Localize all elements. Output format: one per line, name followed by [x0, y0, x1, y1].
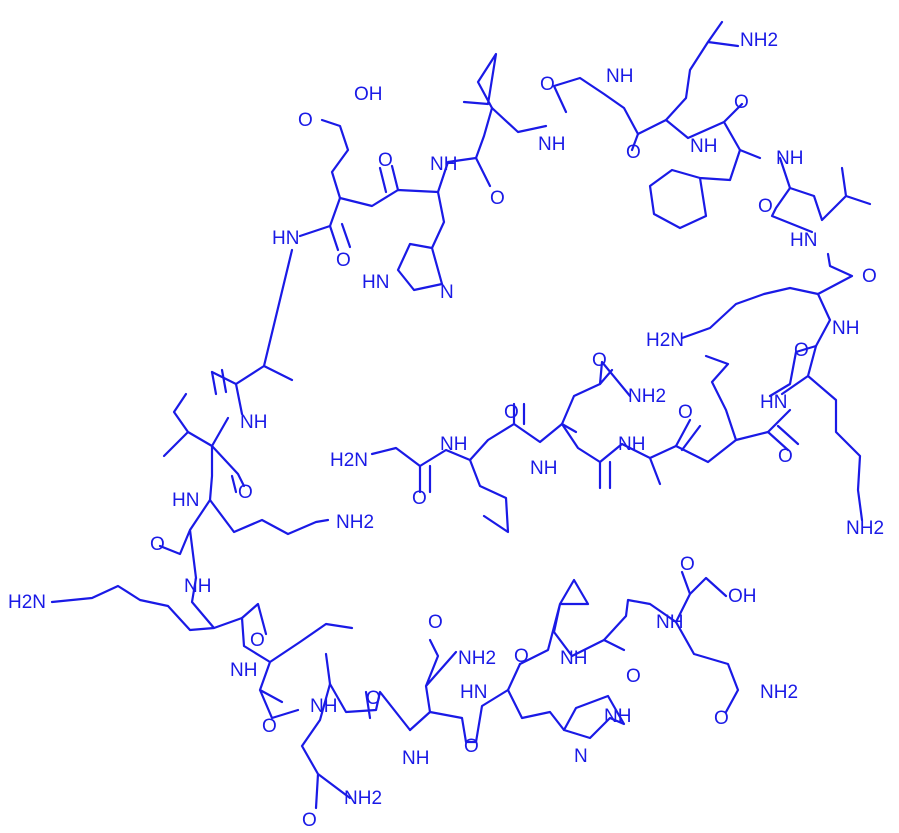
atom-label: NH — [402, 748, 429, 769]
atom-label: O — [734, 92, 749, 113]
atom-label: O — [514, 646, 529, 667]
atom-label: NH — [560, 648, 587, 669]
atom-label: H2N — [330, 450, 368, 471]
atom-label: NH — [430, 154, 457, 175]
atom-label: HN — [272, 228, 299, 249]
atom-label: NH — [240, 412, 267, 433]
atom-label: NH — [776, 148, 803, 169]
atom-label: O — [592, 350, 607, 371]
atom-labels: NH2 OH O NH O NH O NH O O NH O NH HN N H… — [8, 30, 884, 831]
atom-label: O — [428, 612, 443, 633]
atom-label: H2N — [646, 330, 684, 351]
atom-label: O — [412, 488, 427, 509]
atom-label: O — [336, 250, 351, 271]
atom-label: NH — [604, 706, 631, 727]
atom-label: O — [626, 142, 641, 163]
atom-label: O — [626, 666, 641, 687]
atom-label: NH — [618, 434, 645, 455]
atom-label: NH2 — [740, 30, 778, 51]
atom-label: N — [574, 746, 588, 767]
atom-label: O — [678, 402, 693, 423]
atom-label: O — [504, 402, 519, 423]
atom-label: NH — [310, 696, 337, 717]
atom-label: O — [490, 188, 505, 209]
atom-label: HN — [460, 682, 487, 703]
atom-label: OH — [354, 84, 383, 105]
atom-label: O — [540, 74, 555, 95]
atom-label: NH — [832, 318, 859, 339]
atom-label: O — [714, 708, 729, 729]
atom-label: O — [680, 554, 695, 575]
atom-label: NH — [230, 660, 257, 681]
atom-label: O — [262, 716, 277, 737]
atom-label: H2N — [8, 592, 46, 613]
atom-label: O — [464, 736, 479, 757]
bond-skeleton — [50, 20, 872, 810]
atom-label: O — [758, 196, 773, 217]
atom-label: O — [150, 534, 165, 555]
atom-label: O — [366, 688, 381, 709]
atom-label: NH — [530, 458, 557, 479]
atom-label: NH — [184, 576, 211, 597]
atom-label: NH — [538, 134, 565, 155]
atom-label: NH — [656, 612, 683, 633]
atom-label: NH2 — [760, 682, 798, 703]
atom-label: NH2 — [628, 386, 666, 407]
atom-label: HN — [172, 490, 199, 511]
atom-label: NH — [606, 66, 633, 87]
atom-label: O — [302, 810, 317, 831]
atom-label: NH2 — [846, 518, 884, 539]
atom-label: O — [794, 340, 809, 361]
atom-label: O — [778, 446, 793, 467]
atom-label: HN — [760, 392, 787, 413]
atom-label: O — [238, 482, 253, 503]
atom-label: NH — [690, 136, 717, 157]
atom-label: NH2 — [458, 648, 496, 669]
atom-label: N — [440, 282, 454, 303]
atom-label: O — [862, 266, 877, 287]
atom-label: HN — [790, 230, 817, 251]
atom-label: NH — [440, 434, 467, 455]
atom-label: NH2 — [336, 512, 374, 533]
atom-label: O — [378, 150, 393, 171]
atom-label: O — [250, 630, 265, 651]
atom-label: O — [298, 110, 313, 131]
atom-label: OH — [728, 586, 757, 607]
atom-label: NH2 — [344, 788, 382, 809]
atom-label: HN — [362, 272, 389, 293]
